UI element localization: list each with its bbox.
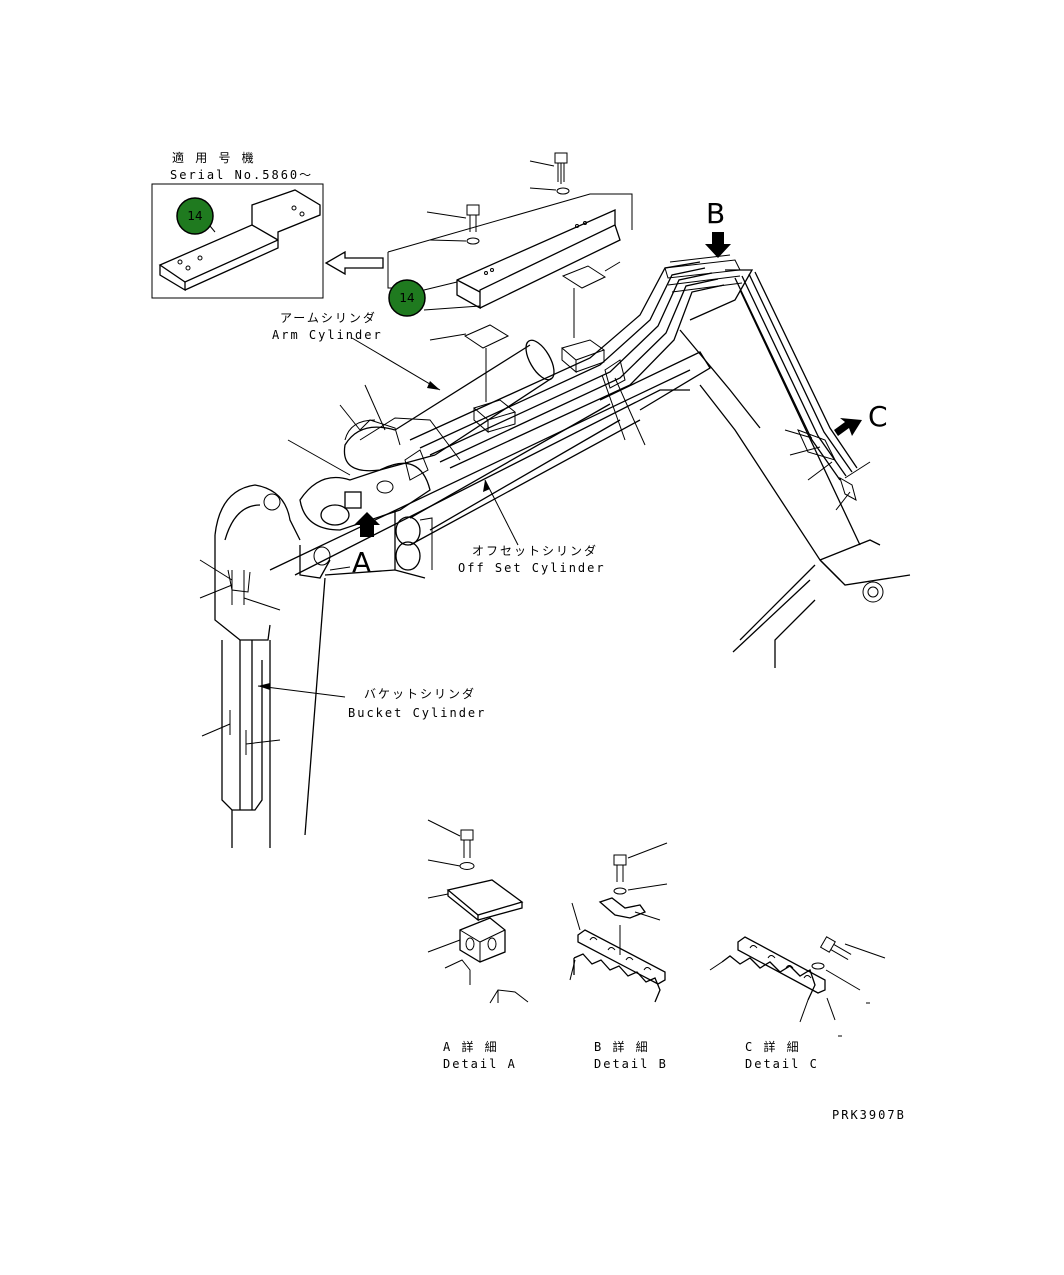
bucket-cylinder-label-en: Bucket Cylinder xyxy=(348,706,486,720)
callout-circle[interactable] xyxy=(176,197,214,235)
arm-assembly xyxy=(214,254,911,848)
bolt-upper xyxy=(529,152,570,195)
detail-b-drawing xyxy=(569,842,668,1003)
view-marker-b: B xyxy=(706,197,725,230)
top-exploded-bracket xyxy=(387,152,633,402)
offset-cylinder-label-jp: オフセットシリンダ xyxy=(472,543,598,558)
bucket-cylinder-label-jp: バケットシリンダ xyxy=(364,686,476,701)
detail-c-drawing xyxy=(709,936,886,1037)
view-arrow-c xyxy=(834,418,862,436)
view-arrow-a xyxy=(354,512,380,537)
detail-a-caption-jp: A 詳 細 xyxy=(443,1039,499,1054)
inset-frame xyxy=(151,183,324,299)
view-arrow-b xyxy=(705,232,731,258)
inset-title-jp: 適 用 号 機 xyxy=(172,150,256,165)
inset-bracket-part xyxy=(158,189,321,292)
leader-lines xyxy=(199,337,871,745)
detail-c-caption-jp: C 詳 細 xyxy=(745,1039,801,1054)
detail-a-drawing xyxy=(427,819,529,1004)
detail-c-caption-en: Detail C xyxy=(745,1057,819,1071)
arm-cylinder-label-jp: アームシリンダ xyxy=(280,310,377,325)
view-marker-a: A xyxy=(352,546,371,579)
serial-inset: 適 用 号 機 Serial No.5860～ xyxy=(151,150,324,299)
inset-serial: Serial No.5860～ xyxy=(170,168,313,182)
callout-circle[interactable] xyxy=(388,279,426,317)
callout-14-inset[interactable]: 14 xyxy=(176,197,216,235)
drawing-code: PRK3907B xyxy=(832,1108,906,1122)
bolt-left xyxy=(426,204,480,245)
inset-arrow xyxy=(324,250,384,276)
callout-number: 14 xyxy=(187,209,202,223)
view-marker-c: C xyxy=(868,400,888,433)
detail-b-caption-en: Detail B xyxy=(594,1057,668,1071)
offset-cylinder-label-en: Off Set Cylinder xyxy=(458,561,606,575)
detail-b-caption-jp: B 詳 細 xyxy=(594,1039,650,1054)
callout-number: 14 xyxy=(399,291,414,305)
hose-clamps xyxy=(472,339,857,501)
arm-cylinder-label-en: Arm Cylinder xyxy=(272,328,383,342)
hose-fittings-b xyxy=(664,254,743,293)
callout-14-main[interactable]: 14 xyxy=(388,279,481,317)
detail-a-caption-en: Detail A xyxy=(443,1057,517,1071)
